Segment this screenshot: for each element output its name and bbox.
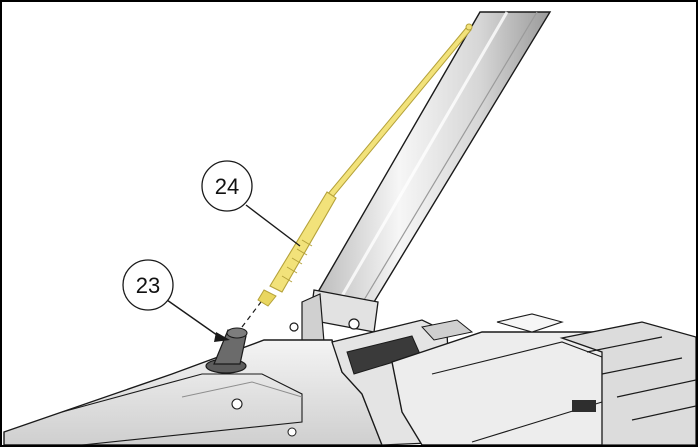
callout-24-circle <box>201 160 253 212</box>
callout-23-label: 23 <box>136 273 160 298</box>
antenna-base <box>205 327 248 374</box>
roll-bar-pole <box>289 11 552 343</box>
callout-24-leader <box>245 204 301 247</box>
assembly-guide-line <box>241 297 265 328</box>
callout-23-circle <box>122 259 174 311</box>
callout-24: 24 <box>201 160 301 247</box>
callout-24-label: 24 <box>215 174 239 199</box>
vehicle-body <box>3 313 696 445</box>
callout-23: 23 <box>122 259 230 342</box>
callout-23-leader <box>166 299 225 341</box>
antenna-mast <box>257 23 473 307</box>
